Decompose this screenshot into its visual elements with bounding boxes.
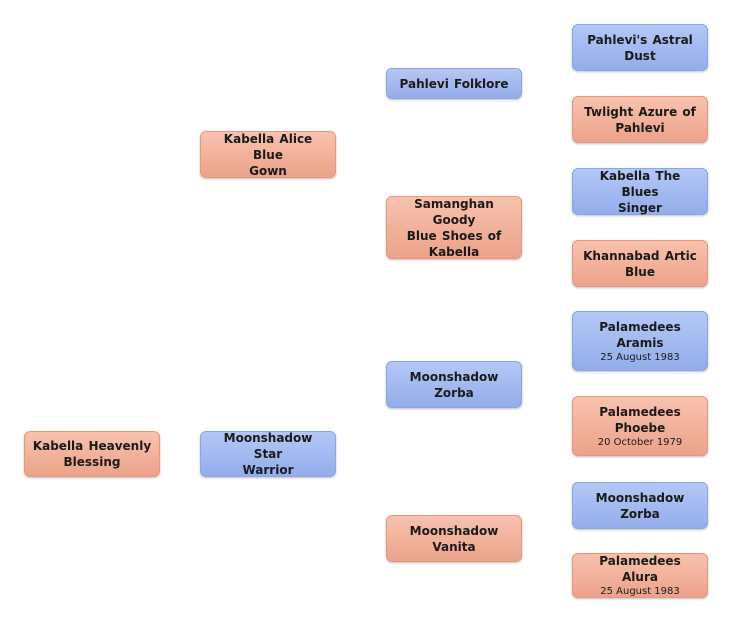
ggp-name: Palamedees Phoebe bbox=[599, 404, 681, 435]
sire-sire-node[interactable]: Moonshadow Zorba bbox=[386, 361, 522, 408]
sire-dam-name: Moonshadow Vanita bbox=[409, 523, 499, 554]
ggp-node-3[interactable]: Kabella The Blues Singer bbox=[572, 168, 708, 215]
dam-dam-name: Samanghan Goody Blue Shoes of Kabella bbox=[406, 196, 502, 259]
dam-name: Kabella Alice Blue Gown bbox=[223, 131, 313, 178]
dam-sire-name: Pahlevi Folklore bbox=[399, 76, 509, 91]
subject-node[interactable]: Kabella Heavenly Blessing bbox=[24, 431, 160, 477]
sire-dam-node[interactable]: Moonshadow Vanita bbox=[386, 515, 522, 562]
ggp-node-2[interactable]: Twlight Azure of Pahlevi bbox=[572, 96, 708, 143]
ggp-name: Twlight Azure of Pahlevi bbox=[584, 104, 696, 135]
ggp-name: Moonshadow Zorba bbox=[595, 490, 685, 521]
dam-sire-node[interactable]: Pahlevi Folklore bbox=[386, 68, 522, 99]
ggp-name: Khannabad Artic Blue bbox=[583, 248, 697, 279]
ggp-node-5[interactable]: Palamedees Aramis 25 August 1983 bbox=[572, 311, 708, 371]
ggp-node-7[interactable]: Moonshadow Zorba bbox=[572, 482, 708, 529]
ggp-node-1[interactable]: Pahlevi's Astral Dust bbox=[572, 24, 708, 71]
sire-name: Moonshadow Star Warrior bbox=[223, 431, 313, 477]
dam-node[interactable]: Kabella Alice Blue Gown bbox=[200, 131, 336, 178]
ggp-name: Palamedees Aramis bbox=[599, 319, 681, 350]
ggp-date: 25 August 1983 bbox=[600, 586, 680, 597]
ggp-node-4[interactable]: Khannabad Artic Blue bbox=[572, 240, 708, 287]
sire-sire-name: Moonshadow Zorba bbox=[409, 369, 499, 400]
ggp-name: Palamedees Alura bbox=[599, 554, 681, 584]
subject-name: Kabella Heavenly Blessing bbox=[32, 439, 152, 469]
ggp-date: 25 August 1983 bbox=[600, 351, 680, 363]
ggp-node-8[interactable]: Palamedees Alura 25 August 1983 bbox=[572, 553, 708, 598]
ggp-name: Kabella The Blues Singer bbox=[599, 168, 681, 215]
dam-dam-node[interactable]: Samanghan Goody Blue Shoes of Kabella bbox=[386, 196, 522, 259]
sire-node[interactable]: Moonshadow Star Warrior bbox=[200, 431, 336, 477]
ggp-date: 20 October 1979 bbox=[597, 436, 683, 448]
ggp-name: Pahlevi's Astral Dust bbox=[587, 32, 693, 63]
ggp-node-6[interactable]: Palamedees Phoebe 20 October 1979 bbox=[572, 396, 708, 456]
